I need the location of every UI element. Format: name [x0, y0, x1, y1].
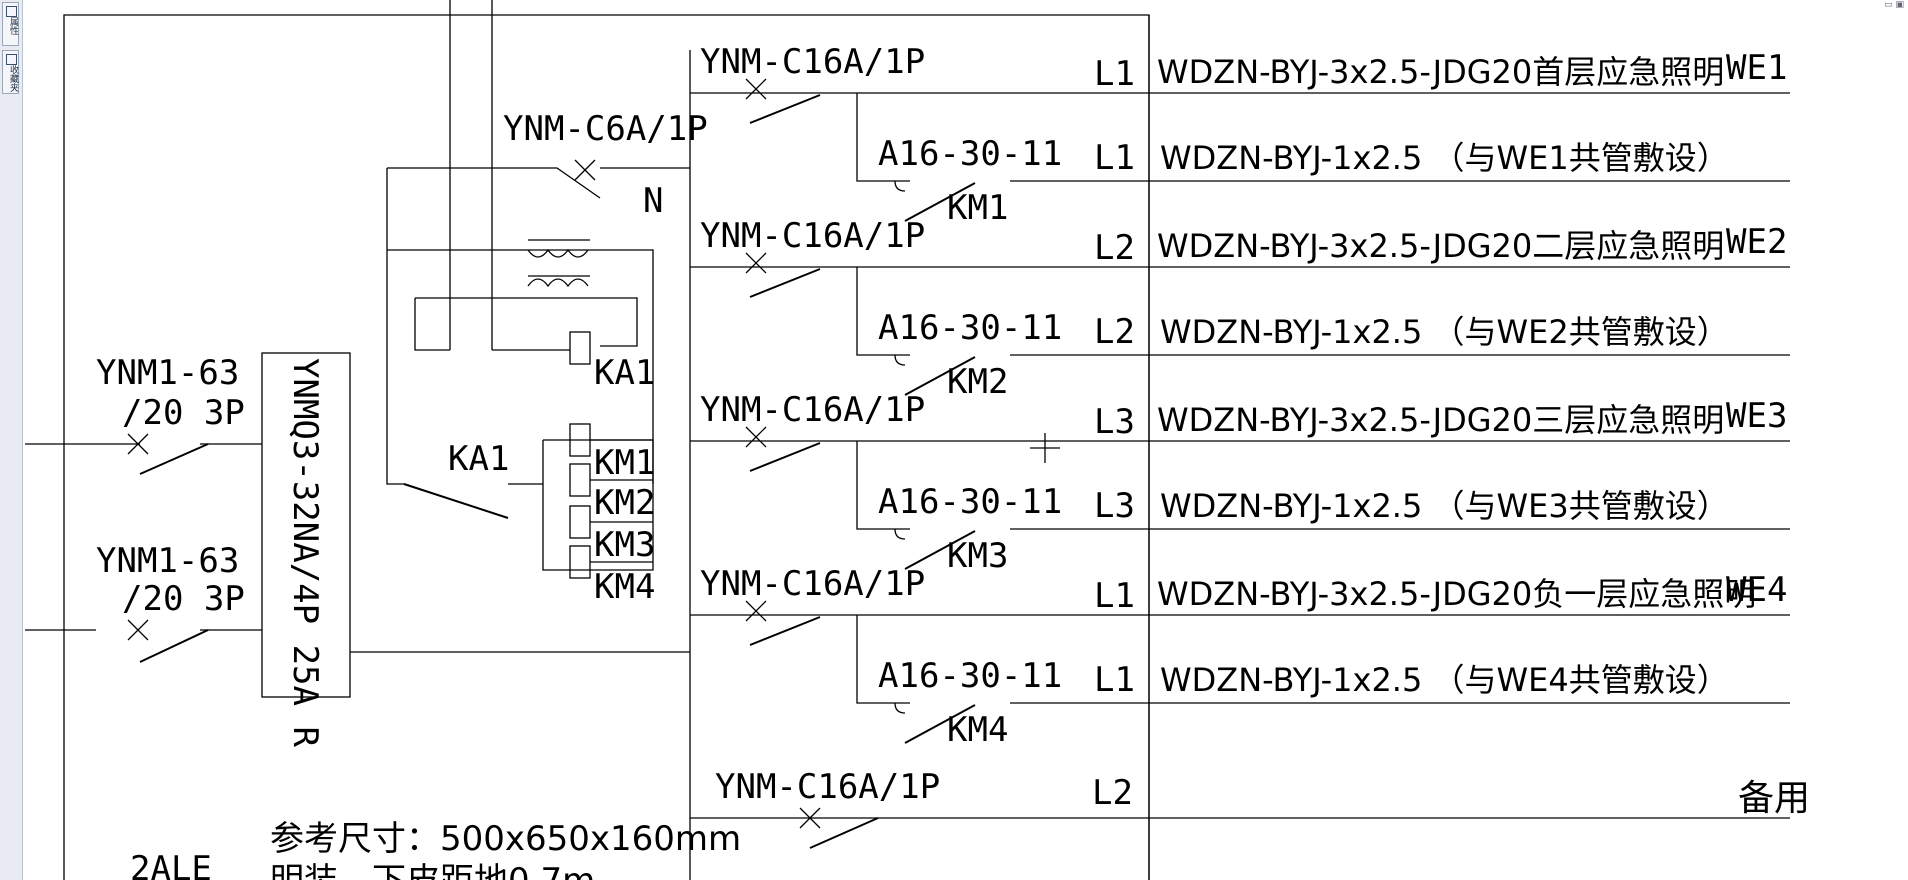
- circuit-4-contactor-contact: [904, 704, 976, 744]
- circuit-2-contactor-label: A16-30-11: [878, 308, 1062, 348]
- neutral-label: N: [643, 181, 663, 221]
- feeder-1-rating: /20 3P: [122, 393, 245, 433]
- spare-breaker-label: YNM-C16A/1P: [715, 767, 940, 807]
- circuit-3-contactor-phase: L3: [1094, 486, 1135, 526]
- circuit-2-circuit-id: WE2: [1726, 222, 1787, 262]
- panel-id: 2ALE: [130, 849, 212, 880]
- circuit-2-contactor-contact: [904, 356, 976, 396]
- box-size-note: 参考尺寸：500x650x160mm: [270, 819, 741, 859]
- circuit-3-circuit-id: WE3: [1726, 396, 1787, 436]
- circuit-3-contactor-contact: [904, 530, 976, 570]
- feeder-2-model: YNM1-63: [96, 541, 239, 581]
- circuit-2-km-label: KM2: [947, 362, 1008, 402]
- circuit-3-breaker-contact: [749, 442, 821, 472]
- circuit-2-sub-line: [856, 267, 1790, 356]
- relay-coil-label: KA1: [594, 353, 655, 393]
- spare-label: 备用: [1738, 778, 1810, 819]
- circuit-4-breaker-x-icon: [745, 600, 767, 622]
- circuit-4-contactor-label: A16-30-11: [878, 656, 1062, 696]
- circuit-1-circuit-id: WE1: [1726, 48, 1787, 88]
- coil-km2: KM2: [594, 483, 655, 523]
- circuit-1-breaker-x-icon: [745, 78, 767, 100]
- circuit-2-breaker-x-icon: [745, 252, 767, 274]
- circuit-2-cable-label: WDZN-BYJ-3x2.5-JDG20二层应急照明: [1157, 227, 1724, 265]
- ats-box: [261, 352, 351, 698]
- circuit-4-phase-label: L1: [1094, 576, 1135, 616]
- circuit-4-sub-cable-label: WDZN-BYJ-1x2.5 （与WE4共管敷设）: [1160, 661, 1729, 699]
- panel-frame: [63, 0, 1150, 880]
- circuit-4-sub-line: [856, 615, 1790, 704]
- tab-properties[interactable]: 属性: [2, 2, 19, 46]
- circuit-3-sub-cable-label: WDZN-BYJ-1x2.5 （与WE3共管敷设）: [1160, 487, 1729, 525]
- crosshair-cursor-icon: [1030, 433, 1060, 463]
- circuit-2-sub-cable-label: WDZN-BYJ-1x2.5 （与WE2共管敷设）: [1160, 313, 1729, 351]
- feeder-2-rating: /20 3P: [122, 579, 245, 619]
- circuit-3-contactor-hook: [894, 528, 906, 540]
- circuit-2-contactor-phase: L2: [1094, 312, 1135, 352]
- circuit-4-circuit-id: WE4: [1726, 570, 1787, 610]
- spare-phase: L2: [1092, 773, 1133, 813]
- feeder-2: [25, 619, 262, 663]
- circuit-2-breaker-label: YNM-C16A/1P: [700, 216, 925, 256]
- circuit-4: YNM-C16A/1P L1 WDZN-BYJ-3x2.5-JDG20负一层应急照明…: [690, 564, 1790, 750]
- circuit-3-breaker-x-icon: [745, 426, 767, 448]
- favorites-icon: [6, 54, 17, 65]
- circuit-1-breaker-label: YNM-C16A/1P: [700, 42, 925, 82]
- properties-sidebar: 属性 收藏夹: [0, 0, 23, 880]
- circuit-1-sub-line: [856, 93, 1790, 182]
- circuit-3-cable-label: WDZN-BYJ-3x2.5-JDG20三层应急照明: [1157, 401, 1724, 439]
- ats-label: YNMQ3-32NA/4P 25A R: [285, 358, 325, 747]
- spare-circuit: [690, 807, 1790, 849]
- control-circuit: [386, 159, 690, 579]
- coil-km3: KM3: [594, 525, 655, 565]
- circuit-4-cable-label: WDZN-BYJ-3x2.5-JDG20负一层应急照明: [1157, 575, 1756, 613]
- circuit-1-sub-cable-label: WDZN-BYJ-1x2.5 （与WE1共管敷设）: [1160, 139, 1729, 177]
- tab-properties-label: 属性: [8, 17, 18, 35]
- tab-favorites-label: 收藏夹: [8, 65, 18, 92]
- relay-contact-label: KA1: [448, 439, 509, 479]
- circuit-4-breaker-contact: [749, 616, 821, 646]
- circuit-4-contactor-phase: L1: [1094, 660, 1135, 700]
- circuit-3-sub-line: [856, 441, 1790, 530]
- circuit-3-breaker-label: YNM-C16A/1P: [700, 390, 925, 430]
- coil-km1: KM1: [594, 443, 655, 483]
- circuit-1-phase-label: L1: [1094, 54, 1135, 94]
- circuit-1-contactor-label: A16-30-11: [878, 134, 1062, 174]
- tab-favorites[interactable]: 收藏夹: [2, 50, 19, 94]
- feeder-1-model: YNM1-63: [96, 353, 239, 393]
- circuit-2-contactor-hook: [894, 354, 906, 366]
- control-breaker-label: YNM-C6A/1P: [503, 109, 708, 149]
- circuit-1-contactor-phase: L1: [1094, 138, 1135, 178]
- circuit-1-breaker-contact: [749, 94, 821, 124]
- circuit-1-contactor-contact: [904, 182, 976, 222]
- feeder-1: [25, 433, 262, 475]
- circuit-2-breaker-contact: [749, 268, 821, 298]
- circuit-1-km-label: KM1: [947, 188, 1008, 228]
- coil-km4: KM4: [594, 567, 655, 607]
- circuit-4-breaker-label: YNM-C16A/1P: [700, 564, 925, 604]
- circuit-4-km-label: KM4: [947, 710, 1008, 750]
- window-corner-controls[interactable]: ▭ ▣: [1884, 0, 1904, 10]
- circuit-2-phase-label: L2: [1094, 228, 1135, 268]
- circuit-3-contactor-label: A16-30-11: [878, 482, 1062, 522]
- circuit-3-km-label: KM3: [947, 536, 1008, 576]
- circuit-4-contactor-hook: [894, 702, 906, 714]
- circuit-3-phase-label: L3: [1094, 402, 1135, 442]
- install-note: 明装，下皮距地0.7m: [270, 861, 595, 880]
- circuit-1-contactor-hook: [894, 180, 906, 192]
- properties-icon: [6, 6, 17, 17]
- circuit-1-cable-label: WDZN-BYJ-3x2.5-JDG20首层应急照明: [1157, 53, 1724, 91]
